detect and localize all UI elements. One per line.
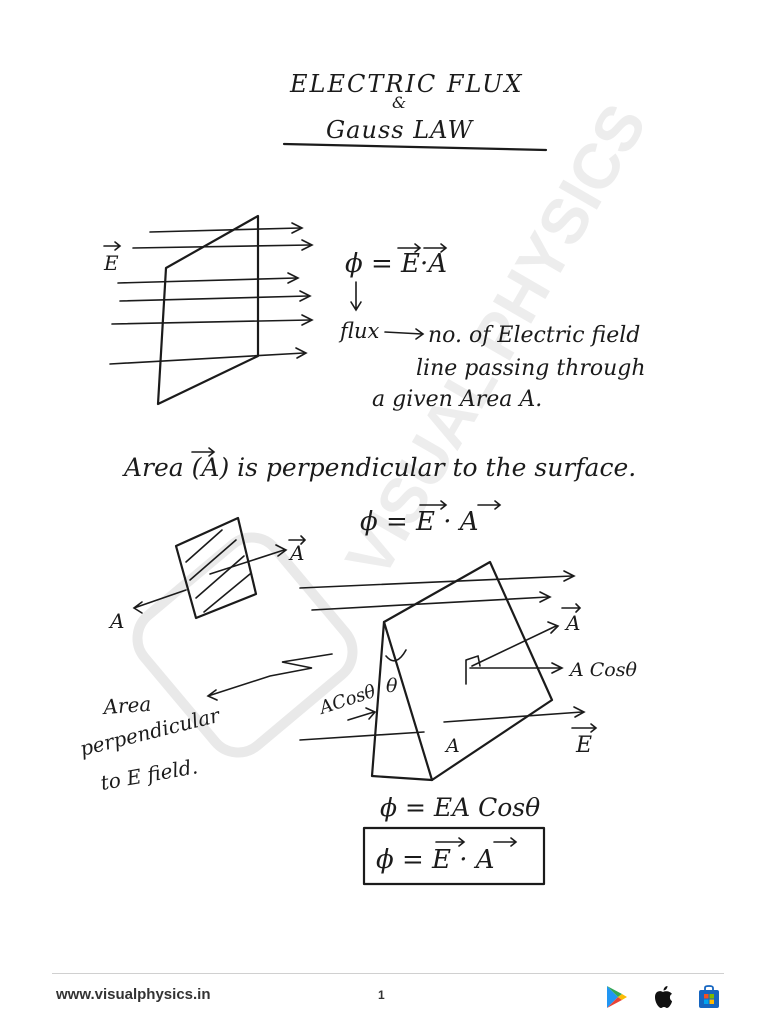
bottom-a-label: A bbox=[444, 735, 460, 757]
field-plane-diagram: E bbox=[103, 214, 314, 406]
google-play-icon[interactable] bbox=[603, 984, 629, 1010]
side-note: Area perpendicular to E field. bbox=[77, 653, 333, 795]
title-gauss-law: Gauss LAW bbox=[326, 116, 474, 144]
title-ampersand: & bbox=[392, 93, 406, 112]
apple-icon[interactable] bbox=[650, 984, 676, 1010]
page-number: 1 bbox=[378, 988, 385, 1002]
equation-boxed: ϕ = E · A bbox=[376, 845, 495, 875]
flux-def-line-2: line passing through bbox=[416, 356, 646, 381]
equation-cos: ϕ = EA Cosθ bbox=[380, 793, 540, 822]
a-cos-label: A Cosθ bbox=[568, 659, 637, 681]
small-a-left: A bbox=[108, 609, 124, 633]
flux-def-line-3: a given Area A. bbox=[372, 387, 542, 412]
e-vector-label-2: E bbox=[575, 733, 592, 758]
small-a-vector: A bbox=[288, 541, 304, 565]
side-note-line-1: Area bbox=[101, 692, 152, 719]
footer-divider bbox=[52, 973, 724, 974]
formula-flux: ϕ = E·A bbox=[345, 249, 447, 279]
small-area-diagram: A A bbox=[108, 516, 307, 633]
boxed-equation-frame bbox=[362, 826, 546, 886]
e-vector-label: E bbox=[103, 251, 119, 275]
flux-def-line-1: no. of Electric field bbox=[428, 323, 640, 348]
area-vector-label: A bbox=[564, 611, 580, 635]
microsoft-store-icon[interactable] bbox=[696, 984, 722, 1010]
formula-flux-2: ϕ = E · A bbox=[360, 507, 479, 537]
theta-label: θ bbox=[386, 675, 398, 697]
title-electric-flux: ELECTRIC FLUX bbox=[289, 70, 523, 98]
area-statement: Area (A) is perpendicular to the surface… bbox=[122, 453, 636, 482]
title-underline bbox=[282, 142, 548, 152]
footer-website-link[interactable]: www.visualphysics.in bbox=[56, 986, 211, 1003]
flux-word: flux bbox=[338, 319, 380, 343]
side-note-line-3: to E field. bbox=[99, 754, 200, 795]
